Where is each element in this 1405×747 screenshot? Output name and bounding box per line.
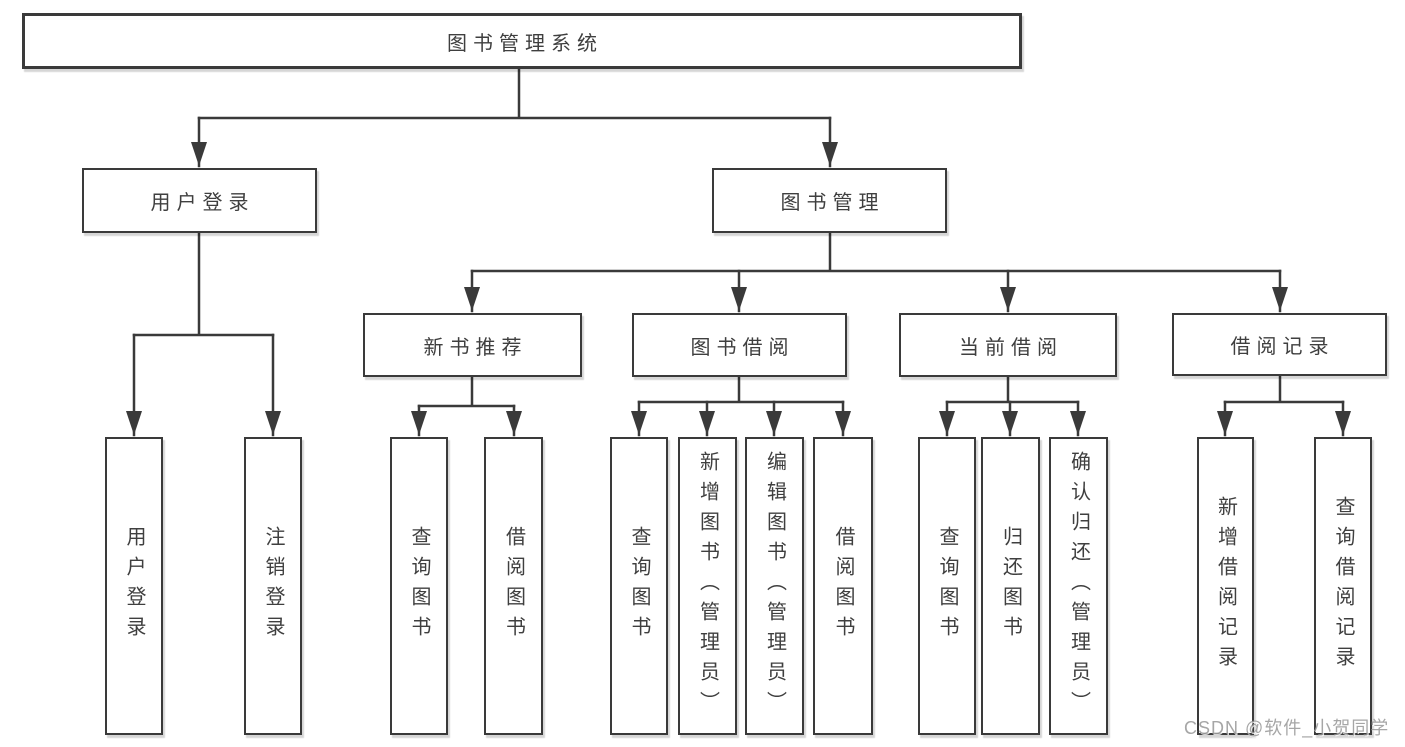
node-book-management-label: 图书管理 xyxy=(780,192,885,214)
leaf-return-books-label: 归还图书 xyxy=(999,526,1022,646)
node-user-login: 用户登录 xyxy=(82,168,317,233)
node-new-book-recommend-label: 新书推荐 xyxy=(423,336,528,359)
node-new-book-recommend: 新书推荐 xyxy=(363,313,582,377)
node-borrowing-records-label: 借阅记录 xyxy=(1230,336,1335,358)
leaf-query-books-newrec-label: 查询图书 xyxy=(408,526,430,646)
watermark: CSDN @软件_小贺同学 xyxy=(1184,718,1390,738)
leaf-query-books-newrec: 查询图书 xyxy=(390,437,448,735)
leaf-borrow-books-newrec: 借阅图书 xyxy=(484,437,543,735)
leaf-logout: 注销登录 xyxy=(244,437,302,735)
leaf-query-books-current-label: 查询图书 xyxy=(936,526,958,646)
node-book-borrowing: 图书借阅 xyxy=(632,313,847,377)
node-book-borrowing-label: 图书借阅 xyxy=(690,336,795,359)
leaf-add-borrow-record-label: 新增借阅记录 xyxy=(1214,496,1237,676)
root-node-system: 图书管理系统 xyxy=(22,13,1022,69)
leaf-query-books-borrow-label: 查询图书 xyxy=(628,526,650,646)
node-borrowing-records: 借阅记录 xyxy=(1172,313,1387,376)
leaf-borrow-books-label: 借阅图书 xyxy=(832,526,854,646)
leaf-borrow-books: 借阅图书 xyxy=(813,437,873,735)
leaf-add-books-admin-label: 新增图书（管理员） xyxy=(696,451,719,721)
leaf-confirm-return-admin-label: 确认归还（管理员） xyxy=(1067,451,1090,721)
leaf-add-borrow-record: 新增借阅记录 xyxy=(1197,437,1254,735)
node-current-borrowing-label: 当前借阅 xyxy=(959,336,1063,359)
root-node-label: 图书管理系统 xyxy=(447,32,603,55)
leaf-query-books-borrow: 查询图书 xyxy=(610,437,668,735)
leaf-query-borrow-record-label: 查询借阅记录 xyxy=(1332,496,1354,676)
node-user-login-label: 用户登录 xyxy=(150,192,255,214)
leaf-return-books: 归还图书 xyxy=(981,437,1040,735)
leaf-edit-books-admin: 编辑图书（管理员） xyxy=(745,437,804,735)
leaf-edit-books-admin-label: 编辑图书（管理员） xyxy=(763,451,786,721)
leaf-query-books-current: 查询图书 xyxy=(918,437,976,735)
node-book-management: 图书管理 xyxy=(712,168,947,233)
leaf-borrow-books-newrec-label: 借阅图书 xyxy=(502,526,525,646)
leaf-query-borrow-record: 查询借阅记录 xyxy=(1314,437,1372,735)
leaf-confirm-return-admin: 确认归还（管理员） xyxy=(1049,437,1108,735)
leaf-add-books-admin: 新增图书（管理员） xyxy=(678,437,737,735)
node-current-borrowing: 当前借阅 xyxy=(899,313,1117,377)
leaf-user-login: 用户登录 xyxy=(105,437,163,735)
leaf-logout-label: 注销登录 xyxy=(262,526,284,646)
leaf-user-login-label: 用户登录 xyxy=(123,526,145,646)
